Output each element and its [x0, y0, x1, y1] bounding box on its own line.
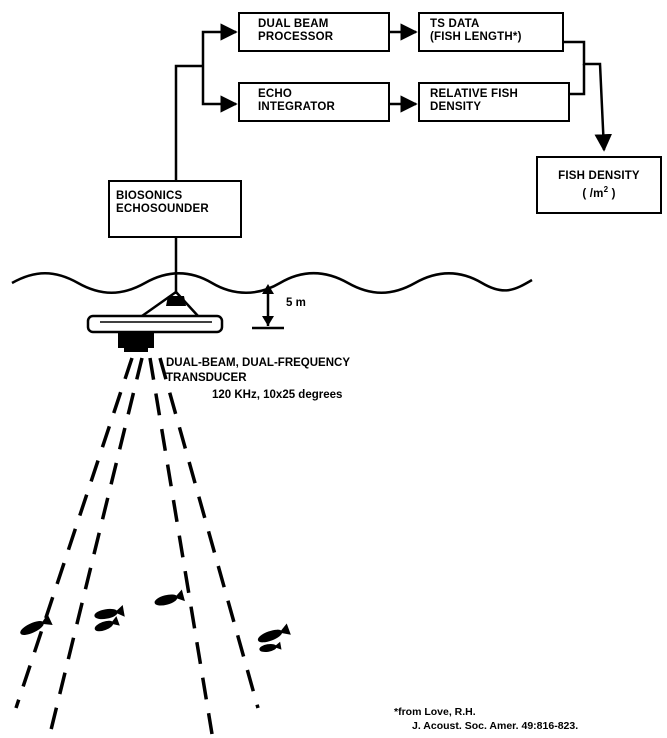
box-label: TS DATA [430, 18, 480, 30]
fish-group [20, 589, 291, 653]
depth-marker [252, 284, 284, 330]
transducer-spec: 120 KHz, 10x25 degrees [212, 389, 343, 401]
connector-lines [174, 23, 613, 294]
box-label: FISH DENSITY [558, 170, 640, 182]
water-surface-line [11, 272, 533, 294]
beam-outer-left [14, 357, 134, 709]
box-label: (FISH LENGTH*) [430, 31, 522, 43]
transducer-name: TRANSDUCER [166, 372, 247, 384]
relative-fish-density-box: RELATIVE FISH DENSITY [418, 82, 570, 122]
box-label: DUAL BEAM [258, 18, 329, 30]
relative-density-join-line [568, 64, 586, 96]
acoustic-beams [14, 357, 260, 735]
citation-journal: J. Acoust. Soc. Amer. 49:816-823. [412, 720, 579, 732]
arrow-to-echo-integrator [201, 66, 238, 113]
box-label: INTEGRATOR [258, 101, 335, 113]
beam-inner-left [48, 357, 144, 735]
fish-icon [20, 614, 53, 635]
box-label: DENSITY [430, 101, 482, 113]
box-label: PROCESSOR [258, 31, 334, 43]
box-label: BIOSONICS [116, 190, 183, 202]
ts-data-box: TS DATA (FISH LENGTH*) [418, 12, 564, 52]
arrow-to-dual-beam-processor [201, 23, 238, 66]
echo-integrator-box: ECHO INTEGRATOR [238, 82, 390, 122]
box-label: ECHOSOUNDER [116, 203, 209, 215]
dual-beam-processor-box: DUAL BEAM PROCESSOR [238, 12, 390, 52]
transducer-title: DUAL-BEAM, DUAL-FREQUENCY [166, 357, 350, 369]
echosounder-trunk-line [174, 64, 203, 180]
box-label: RELATIVE FISH [430, 88, 519, 100]
fish-icon [154, 589, 185, 606]
transducer-icon [86, 290, 224, 352]
beam-inner-right [148, 357, 214, 735]
fish-icon [257, 623, 291, 643]
biosonics-echosounder-box: BIOSONICS ECHOSOUNDER [108, 180, 242, 238]
citation-author: *from Love, R.H. [394, 706, 476, 718]
fish-icon [94, 616, 120, 632]
fish-icon [259, 641, 282, 653]
beam-outer-right [158, 357, 260, 709]
box-label-units: ( /m2 ) [582, 185, 616, 200]
depth-label: 5 m [286, 297, 306, 309]
fish-density-box: FISH DENSITY ( /m2 ) [536, 156, 662, 214]
box-label: ECHO [258, 88, 293, 100]
fish-icon [94, 604, 125, 620]
